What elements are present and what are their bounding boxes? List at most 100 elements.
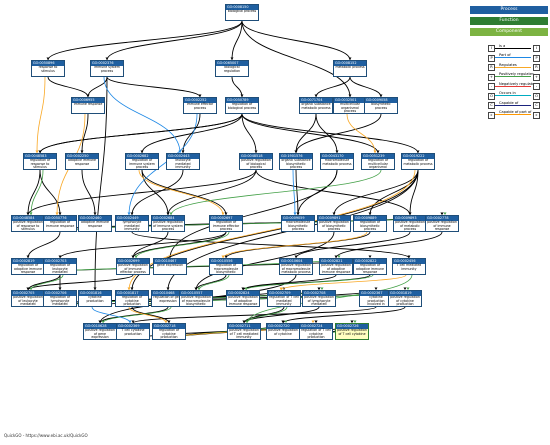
- edge-arrowhead: [58, 287, 62, 290]
- graph-edge: [280, 274, 407, 291]
- go-term-name: biological process: [227, 9, 257, 13]
- graph-edge: [39, 113, 243, 154]
- go-term-name: multicellular organismal process: [340, 102, 360, 114]
- go-term-id: GO:0002684: [152, 216, 184, 221]
- relation-line-swatch: [495, 66, 531, 68]
- edge-arrowhead: [373, 150, 377, 153]
- go-term-id: GO:0009889: [354, 216, 386, 221]
- go-term-id: GO:0009058: [365, 98, 397, 103]
- graph-edge: [295, 113, 382, 154]
- go-term-id: GO:0008152: [334, 61, 366, 66]
- edge-arrowhead: [164, 320, 168, 323]
- relation-label: Occurs in: [498, 91, 517, 95]
- edge-arrowhead: [101, 320, 105, 323]
- relation-tag-end: R: [533, 64, 540, 71]
- go-term-name: regulation of biosynthetic process: [359, 220, 381, 232]
- relation-line-swatch: [495, 104, 531, 106]
- go-term-id: GO:0071704: [300, 98, 332, 103]
- graph-edge: [241, 20, 351, 61]
- go-term-id: GO:0002697: [210, 216, 242, 221]
- graph-edge: [295, 231, 411, 259]
- edge-arrowhead: [279, 287, 283, 290]
- edge-arrowhead: [221, 255, 225, 258]
- edge-arrowhead: [440, 212, 444, 215]
- relation-label: Capable of: [498, 100, 520, 105]
- go-term-id: GO:0001817: [116, 291, 148, 296]
- go-term-name: positive regulation of immune effector p…: [118, 263, 148, 275]
- source-credit: QuickGO - https://www.ebi.ac.uk/QuickGO: [4, 433, 88, 438]
- edge-arrowhead: [167, 320, 171, 323]
- graph-edge: [255, 169, 411, 216]
- go-term-name: regulation of biological process: [227, 102, 257, 110]
- edge-arrowhead: [254, 150, 258, 153]
- go-term-id: GO:0001816: [79, 291, 111, 296]
- edge-arrowhead: [240, 94, 244, 97]
- go-term-name: immune response: [73, 102, 103, 106]
- edge-arrowhead: [197, 287, 201, 290]
- go-term-id: GO:0002709: [268, 291, 300, 296]
- edge-arrowhead: [93, 212, 97, 215]
- edge-arrowhead: [376, 150, 380, 153]
- edge-arrowhead: [29, 287, 33, 290]
- go-term-id: GO:0009059: [282, 216, 314, 221]
